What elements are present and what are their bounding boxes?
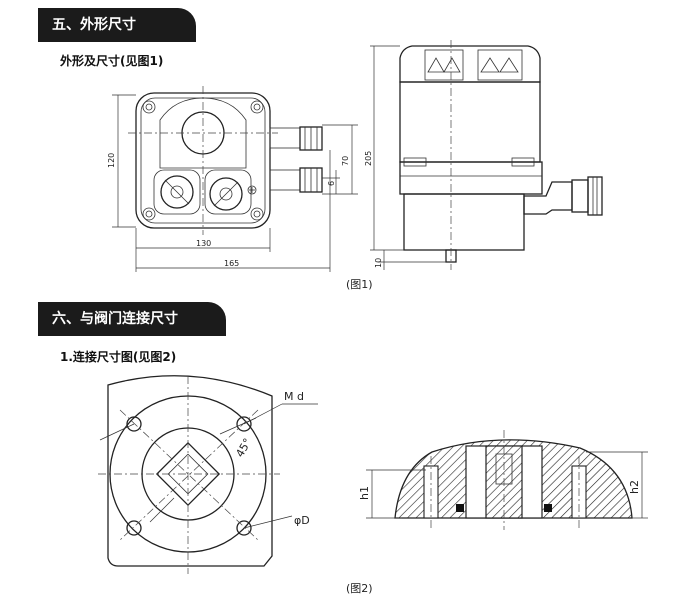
flange-section-view: h1 h2 — [358, 430, 648, 530]
dim-side-205: 205 — [364, 151, 373, 166]
front-view-dimensions: 120 130 165 70 6 — [107, 94, 358, 272]
angle-label: 45° — [233, 436, 254, 459]
figure-2-caption: (图2) — [346, 582, 373, 595]
section-5-subtitle: 外形及尺寸(见图1) — [60, 54, 164, 68]
dim-port-70: 70 — [341, 156, 350, 166]
side-flange-band — [399, 161, 543, 195]
h2-label: h2 — [628, 480, 641, 494]
mounting-screw-icon — [142, 100, 264, 221]
h1-label: h1 — [358, 486, 371, 500]
thread-label: M d — [284, 390, 304, 403]
side-top-cover — [399, 45, 541, 83]
left-knob-icon — [153, 169, 201, 215]
flange-plan-view: M d 45° φD — [98, 375, 318, 574]
dim-width-165: 165 — [224, 259, 239, 268]
side-main-body — [399, 81, 541, 163]
figure-1-caption: (图1) — [346, 278, 373, 291]
dim-height-120: 120 — [107, 153, 116, 168]
front-view — [128, 86, 323, 235]
terminal-block-icon — [477, 49, 523, 81]
dim-port-6: 6 — [327, 181, 336, 186]
cable-gland-icon — [269, 126, 323, 193]
section-6-header: 六、与阀门连接尺寸 — [38, 302, 226, 336]
bolt-hole-icon — [126, 416, 252, 536]
right-knob-icon — [204, 169, 257, 215]
dim-side-10: 10 — [374, 258, 383, 268]
square-drive — [155, 441, 221, 507]
diameter-label: φD — [294, 514, 310, 527]
section-5-header: 五、外形尺寸 — [38, 8, 196, 42]
section-6-subtitle: 1.连接尺寸图(见图2) — [60, 350, 177, 364]
terminal-block-icon — [424, 49, 464, 81]
side-cable-gland-icon — [523, 181, 573, 215]
flange-outline — [107, 375, 273, 567]
side-lower-housing — [403, 193, 525, 251]
side-view — [399, 40, 603, 270]
side-view-dimensions: 205 10 — [364, 45, 446, 270]
dim-width-130: 130 — [196, 239, 211, 248]
